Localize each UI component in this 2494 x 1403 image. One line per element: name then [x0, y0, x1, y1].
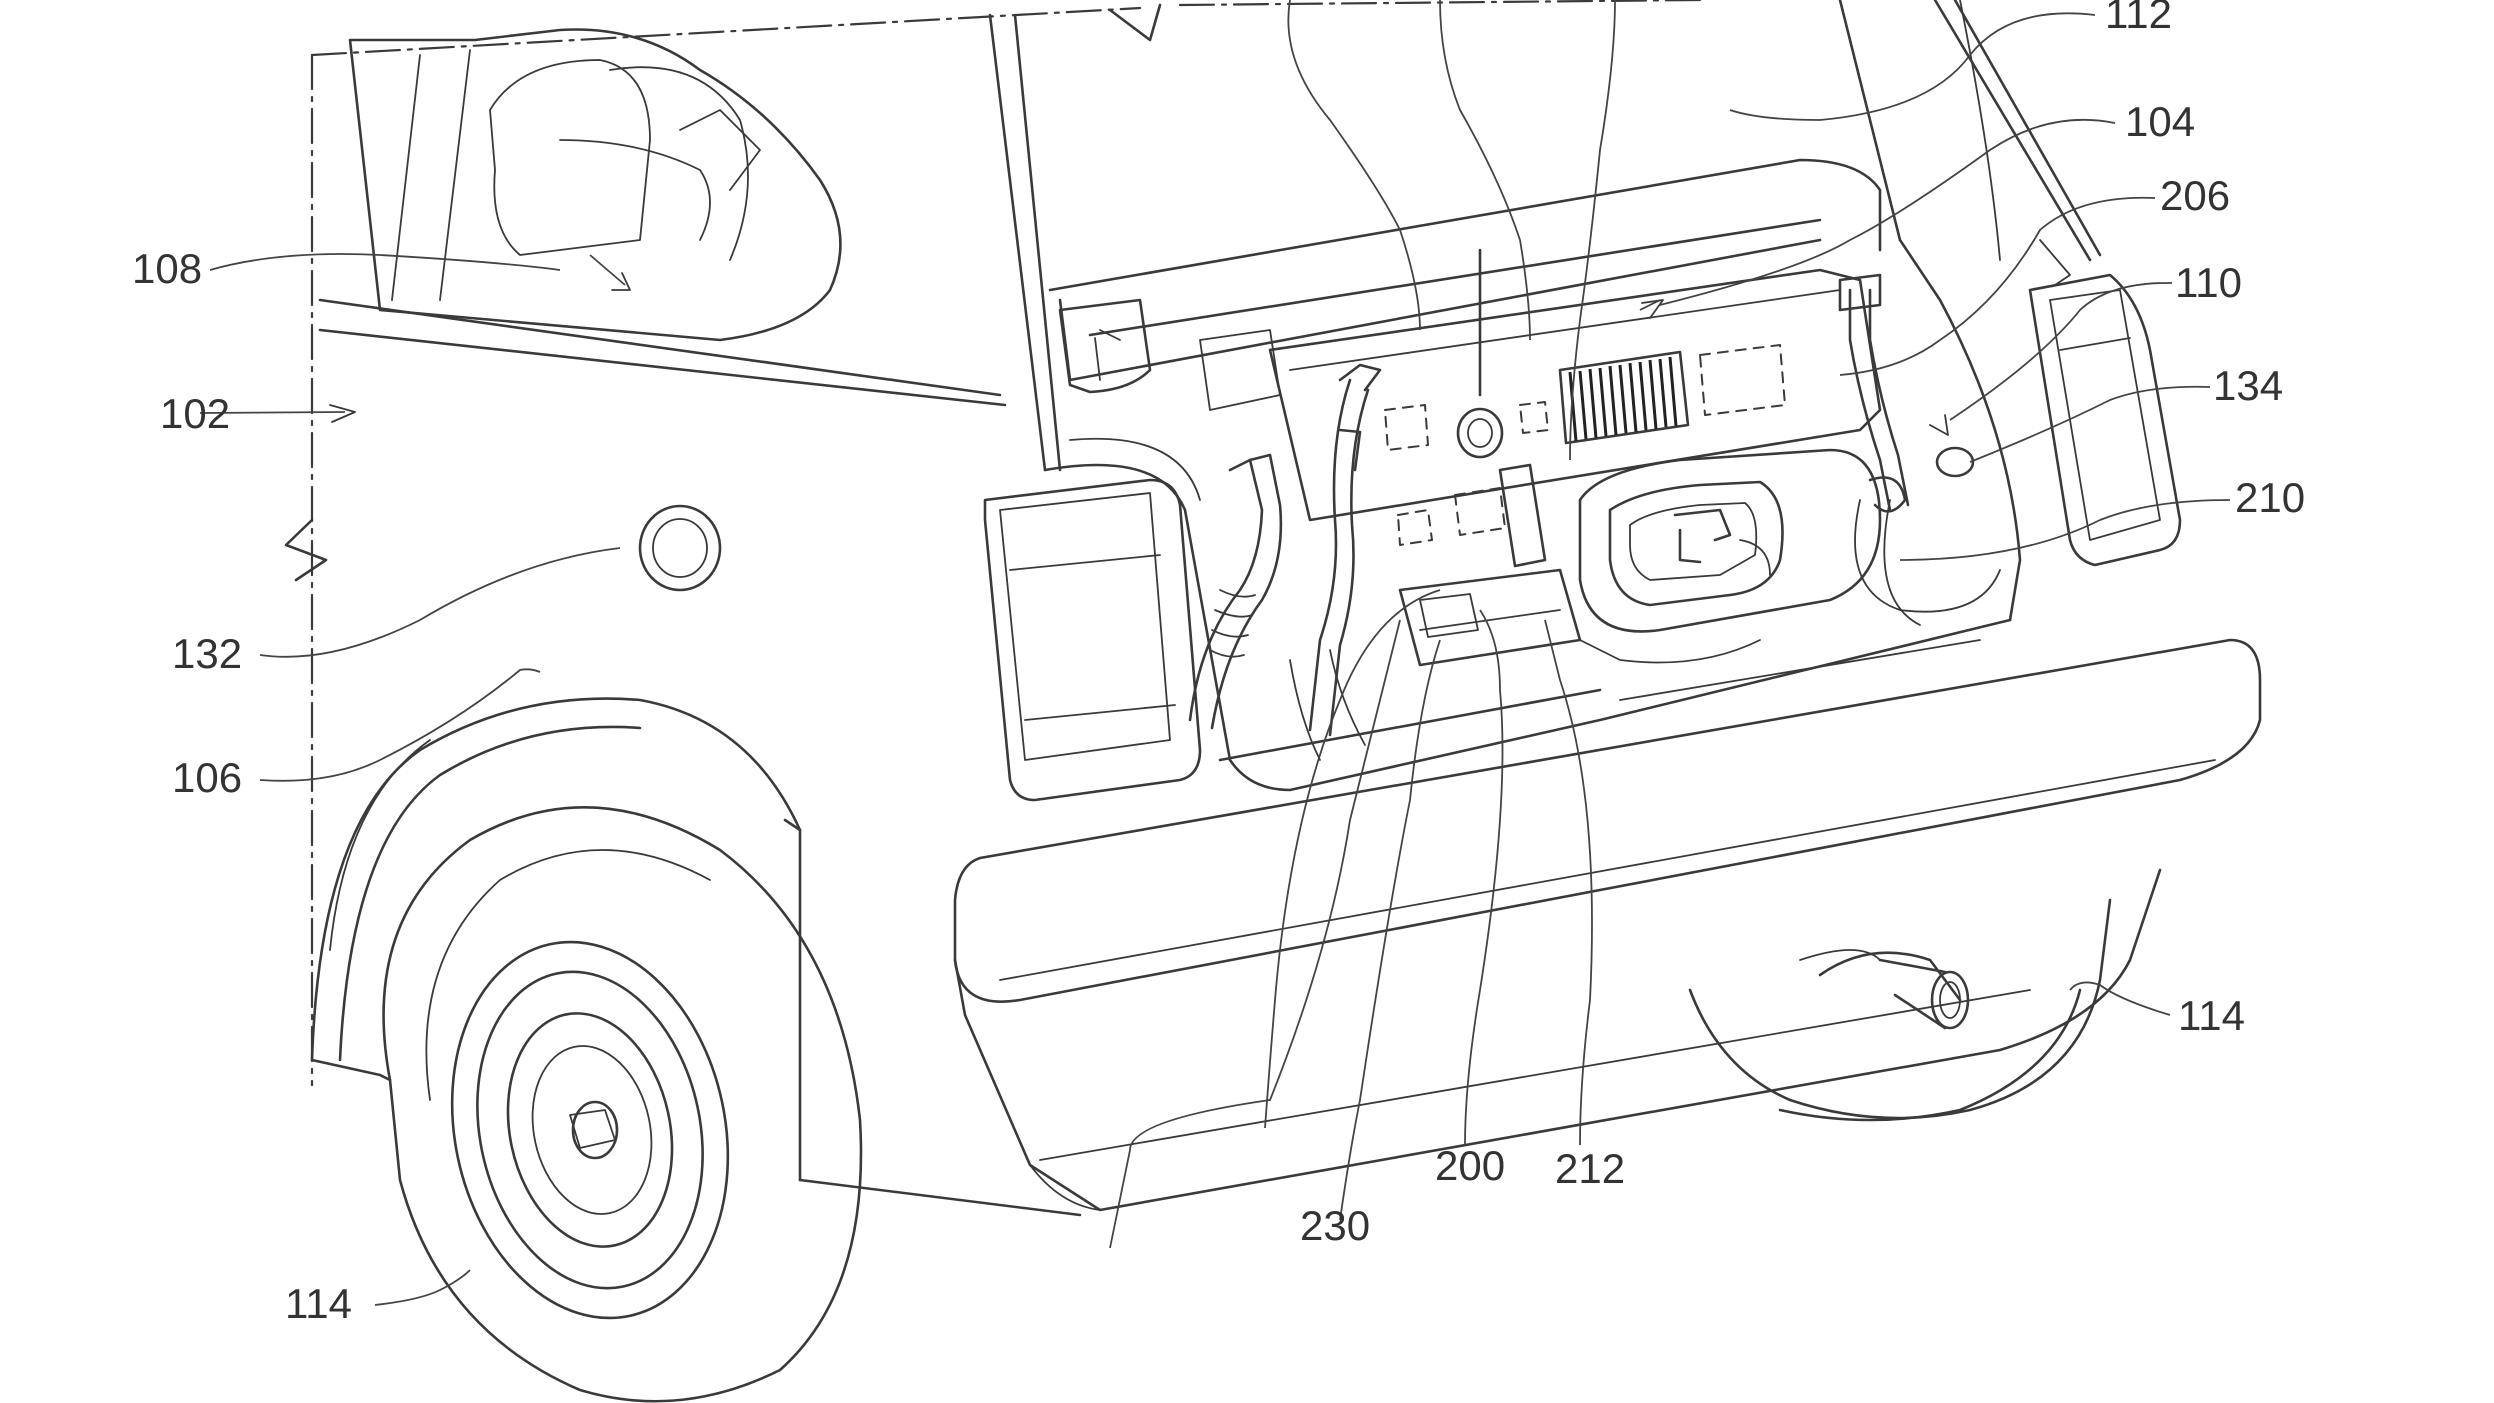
ref-210: 210 — [2235, 474, 2305, 521]
ref-102: 102 — [160, 390, 230, 437]
reference-numerals: 112 104 206 110 134 210 108 102 132 106 … — [132, 0, 2305, 1327]
ref-104: 104 — [2125, 98, 2195, 145]
ref-200: 200 — [1435, 1142, 1505, 1189]
ref-230: 230 — [1300, 1202, 1370, 1249]
ref-112: 112 — [2105, 0, 2172, 37]
leader-lines — [199, 0, 2231, 1306]
rear-bumper — [798, 638, 2262, 1217]
ref-134: 134 — [2213, 362, 2283, 409]
ref-106: 106 — [172, 754, 242, 801]
ref-114-right: 114 — [2178, 992, 2245, 1039]
power-module-assembly — [1188, 268, 2001, 761]
ref-114-left: 114 — [285, 1280, 352, 1327]
ref-132: 132 — [172, 630, 242, 677]
rear-wheel-left — [382, 806, 863, 1403]
cargo-opening — [983, 0, 2182, 802]
vent-grille — [1558, 350, 1690, 445]
ref-108: 108 — [132, 245, 202, 292]
ref-212: 212 — [1555, 1145, 1625, 1192]
rear-wheel-right — [1688, 898, 2112, 1122]
vehicle-body — [310, 13, 1062, 1182]
ref-110: 110 — [2175, 259, 2242, 306]
ref-206: 206 — [2160, 172, 2230, 219]
